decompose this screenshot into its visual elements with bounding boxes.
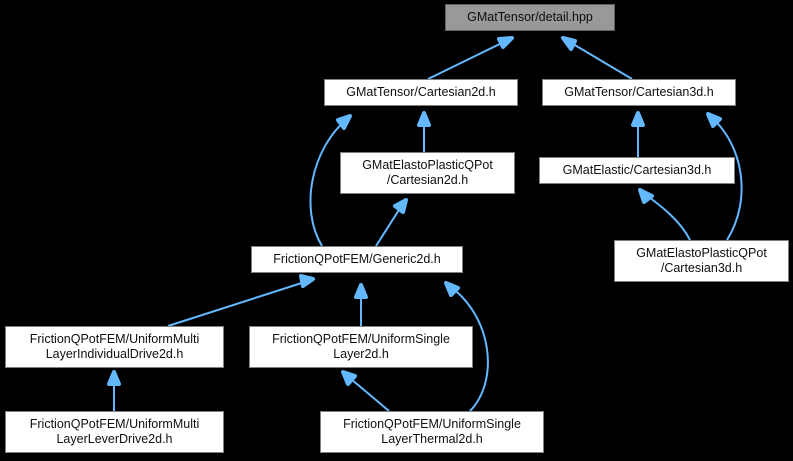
graph-arrowhead-icon bbox=[444, 281, 460, 297]
graph-node-detail_hpp[interactable]: GMatTensor/detail.hpp bbox=[445, 4, 615, 31]
graph-arrowhead-icon bbox=[341, 370, 357, 386]
graph-node-label: GMatTensor/Cartesian2d.h bbox=[346, 85, 496, 99]
graph-arrowhead-icon bbox=[299, 274, 315, 288]
graph-arrowhead-icon bbox=[497, 36, 514, 49]
graph-edge-gmepqp_cart3d-to-gme_cart3d bbox=[641, 191, 691, 241]
graph-node-fqpf_generic2d[interactable]: FrictionQPotFEM/Generic2d.h bbox=[251, 246, 463, 273]
graph-node-gme_cart3d[interactable]: GMatElastic/Cartesian3d.h bbox=[539, 157, 735, 184]
graph-node-label: FrictionQPotFEM/UniformMulti LayerIndivi… bbox=[29, 332, 200, 361]
graph-node-fqpf_umlld2d[interactable]: FrictionQPotFEM/UniformMulti LayerLeverD… bbox=[5, 411, 224, 453]
graph-arrowhead-icon bbox=[638, 188, 654, 204]
graph-arrowhead-icon bbox=[561, 36, 577, 51]
graph-node-gmt_cart2d[interactable]: GMatTensor/Cartesian2d.h bbox=[324, 79, 518, 106]
graph-node-gmepqp_cart3d[interactable]: GMatElastoPlasticQPot /Cartesian3d.h bbox=[614, 240, 789, 282]
graph-node-label: GMatElastoPlasticQPot /Cartesian2d.h bbox=[362, 158, 493, 187]
graph-arrowhead-icon bbox=[393, 198, 408, 214]
graph-node-gmepqp_cart2d[interactable]: GMatElastoPlasticQPot /Cartesian2d.h bbox=[340, 152, 515, 194]
graph-arrowhead-icon bbox=[354, 283, 368, 299]
graph-node-label: FrictionQPotFEM/Generic2d.h bbox=[273, 252, 441, 266]
graph-node-fqpf_uslt2d[interactable]: FrictionQPotFEM/UniformSingle LayerTherm… bbox=[320, 411, 544, 453]
graph-edge-fqpf_generic2d-to-gmepqp_cart2d bbox=[375, 201, 405, 247]
graph-node-gmt_cart3d[interactable]: GMatTensor/Cartesian3d.h bbox=[542, 79, 736, 106]
graph-node-label: GMatElastic/Cartesian3d.h bbox=[562, 163, 712, 177]
graph-node-fqpf_umlid2d[interactable]: FrictionQPotFEM/UniformMulti LayerIndivi… bbox=[5, 326, 224, 368]
graph-node-label: GMatElastoPlasticQPot /Cartesian3d.h bbox=[636, 246, 767, 275]
graph-node-label: GMatTensor/detail.hpp bbox=[467, 10, 593, 24]
graph-arrowhead-icon bbox=[107, 370, 121, 386]
graph-node-label: GMatTensor/Cartesian3d.h bbox=[564, 85, 714, 99]
graph-arrowhead-icon bbox=[336, 114, 352, 130]
graph-edge-fqpf_uslt2d-to-fqpf_usl2d bbox=[344, 373, 390, 412]
graph-edge-gmt_cart3d-to-detail_hpp bbox=[562, 37, 633, 80]
graph-node-label: FrictionQPotFEM/UniformMulti LayerLeverD… bbox=[29, 417, 200, 446]
graph-node-label: FrictionQPotFEM/UniformSingle LayerTherm… bbox=[343, 417, 521, 446]
graph-edge-gmt_cart2d-to-detail_hpp bbox=[427, 37, 513, 80]
graph-arrowhead-icon bbox=[706, 112, 722, 128]
graph-edge-fqpf_umlid2d-to-fqpf_generic2d bbox=[167, 279, 312, 327]
graph-node-label: FrictionQPotFEM/UniformSingle Layer2d.h bbox=[272, 332, 450, 361]
graph-arrowhead-icon bbox=[417, 111, 431, 127]
graph-arrowhead-icon bbox=[631, 111, 645, 127]
graph-node-fqpf_usl2d[interactable]: FrictionQPotFEM/UniformSingle Layer2d.h bbox=[249, 326, 473, 368]
